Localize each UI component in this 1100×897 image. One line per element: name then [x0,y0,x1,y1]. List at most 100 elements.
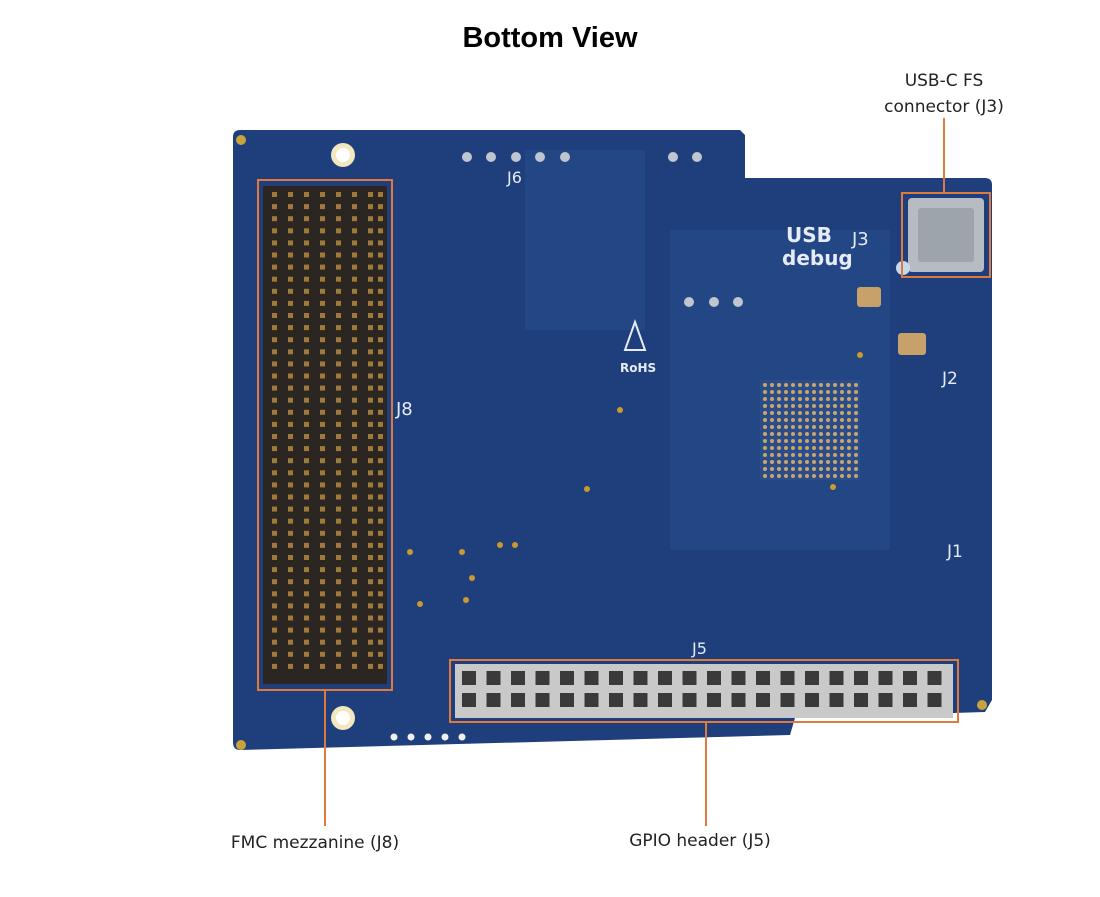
fmc-pin [272,264,277,270]
bga-ball [784,383,788,387]
fmc-pin [336,228,341,234]
bga-ball [763,453,767,457]
bga-ball [833,425,837,429]
usb-c-label: USB-C FS connector (J3) [854,68,1034,120]
fmc-pin [378,313,383,318]
fmc-pin [352,663,357,669]
bga-ball [826,432,830,436]
bga-ball [798,418,802,422]
fmc-pin [352,446,357,452]
gpio-pin [829,693,844,707]
bga-ball [847,460,851,464]
fmc-pin [304,252,309,258]
fmc-pin [336,192,341,197]
bga-ball [833,474,837,478]
fmc-pin [368,421,373,427]
fmc-pin [352,627,357,633]
fmc-pin [352,313,357,318]
bga-ball [763,425,767,429]
bga-ball [777,432,781,436]
bga-ball [812,411,816,415]
bga-ball [833,404,837,408]
fmc-pin [378,204,383,210]
bga-ball [812,467,816,471]
fmc-pin [368,313,373,318]
fmc-pin [352,458,357,464]
fmc-pin [320,361,325,367]
silk-j3: J3 [851,229,869,250]
fmc-pin [304,264,309,270]
fmc-pin [320,579,325,585]
fmc-pin [352,337,357,343]
bga-ball [770,446,774,450]
bga-ball [763,460,767,464]
bga-ball [777,453,781,457]
fmc-pin [368,555,373,560]
fmc-pin [336,542,341,548]
fmc-pin [272,603,277,609]
bga-ball [770,453,774,457]
fmc-pin [288,663,293,669]
bga-ball [784,467,788,471]
fmc-pin [272,615,277,621]
bga-ball [798,460,802,464]
bga-ball [840,439,844,443]
bga-ball [854,467,858,471]
bga-ball [784,474,788,478]
bga-ball [791,418,795,422]
fmc-pin [352,615,357,621]
bga-ball [777,446,781,450]
silk-debug: debug [782,246,853,270]
bga-ball [777,460,781,464]
fmc-pin [368,530,373,536]
bga-ball [805,446,809,450]
bga-ball [805,390,809,394]
fmc-pin [378,530,383,536]
bga-ball [819,425,823,429]
bga-ball [854,439,858,443]
bga-ball [798,404,802,408]
fmc-pin [288,300,293,306]
bga-ball [840,418,844,422]
mounting-hole [236,740,246,750]
bga-ball [805,439,809,443]
fmc-pin [336,651,341,657]
fmc-pin [378,518,383,524]
fmc-pin [304,482,309,488]
bga-ball [847,425,851,429]
fmc-pin [378,373,383,379]
gpio-pin [731,693,746,707]
gpio-callout-box [449,659,959,723]
bga-ball [812,439,816,443]
bga-ball [847,453,851,457]
bga-ball [791,383,795,387]
fmc-pin [378,651,383,657]
fmc-pin [368,216,373,222]
bga-ball [791,453,795,457]
bga-ball [826,383,830,387]
fmc-pin [368,385,373,391]
bga-ball [854,460,858,464]
fmc-pin [272,349,277,355]
fmc-pin [320,482,325,488]
bga-ball [854,432,858,436]
fmc-pin [352,530,357,536]
fmc-pin [272,421,277,427]
fmc-pin [352,264,357,270]
fmc-pin [272,385,277,391]
fmc-pin [378,482,383,488]
silk-j1: J1 [946,542,963,562]
silk-j8: J8 [395,399,413,420]
usb-c-label-line1: USB-C FS [904,71,984,91]
fmc-pin [368,506,373,512]
fmc-pin [272,458,277,464]
bga-ball [777,474,781,478]
fmc-pin [288,506,293,512]
bga-ball [784,432,788,436]
fmc-pin [288,555,293,560]
fmc-pin [320,252,325,258]
fmc-pin [320,373,325,379]
fmc-pin [272,518,277,524]
bga-ball [819,383,823,387]
fmc-pin [272,192,277,197]
